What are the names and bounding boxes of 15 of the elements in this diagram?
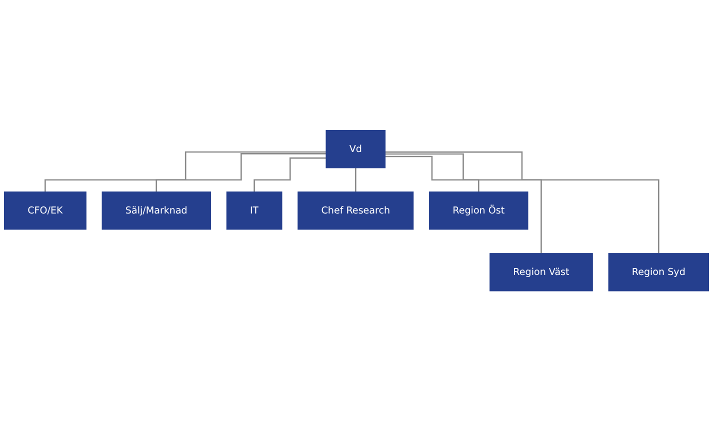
node-box: Chef Research	[298, 192, 414, 230]
connector	[385, 156, 480, 193]
connector	[385, 154, 542, 254]
node-box: Vd	[326, 130, 386, 169]
node-box: Sälj/Marknad	[102, 192, 211, 230]
connector	[254, 158, 326, 193]
connector	[354, 168, 356, 193]
connector	[44, 152, 326, 193]
node-box: Region Öst	[429, 192, 528, 230]
node-box: CFO/EK	[4, 192, 86, 230]
node-box: IT	[226, 192, 282, 230]
node-box: Region Syd	[608, 253, 709, 292]
node-box: Region Väst	[490, 253, 593, 292]
connector	[385, 152, 660, 254]
connector	[156, 153, 326, 193]
